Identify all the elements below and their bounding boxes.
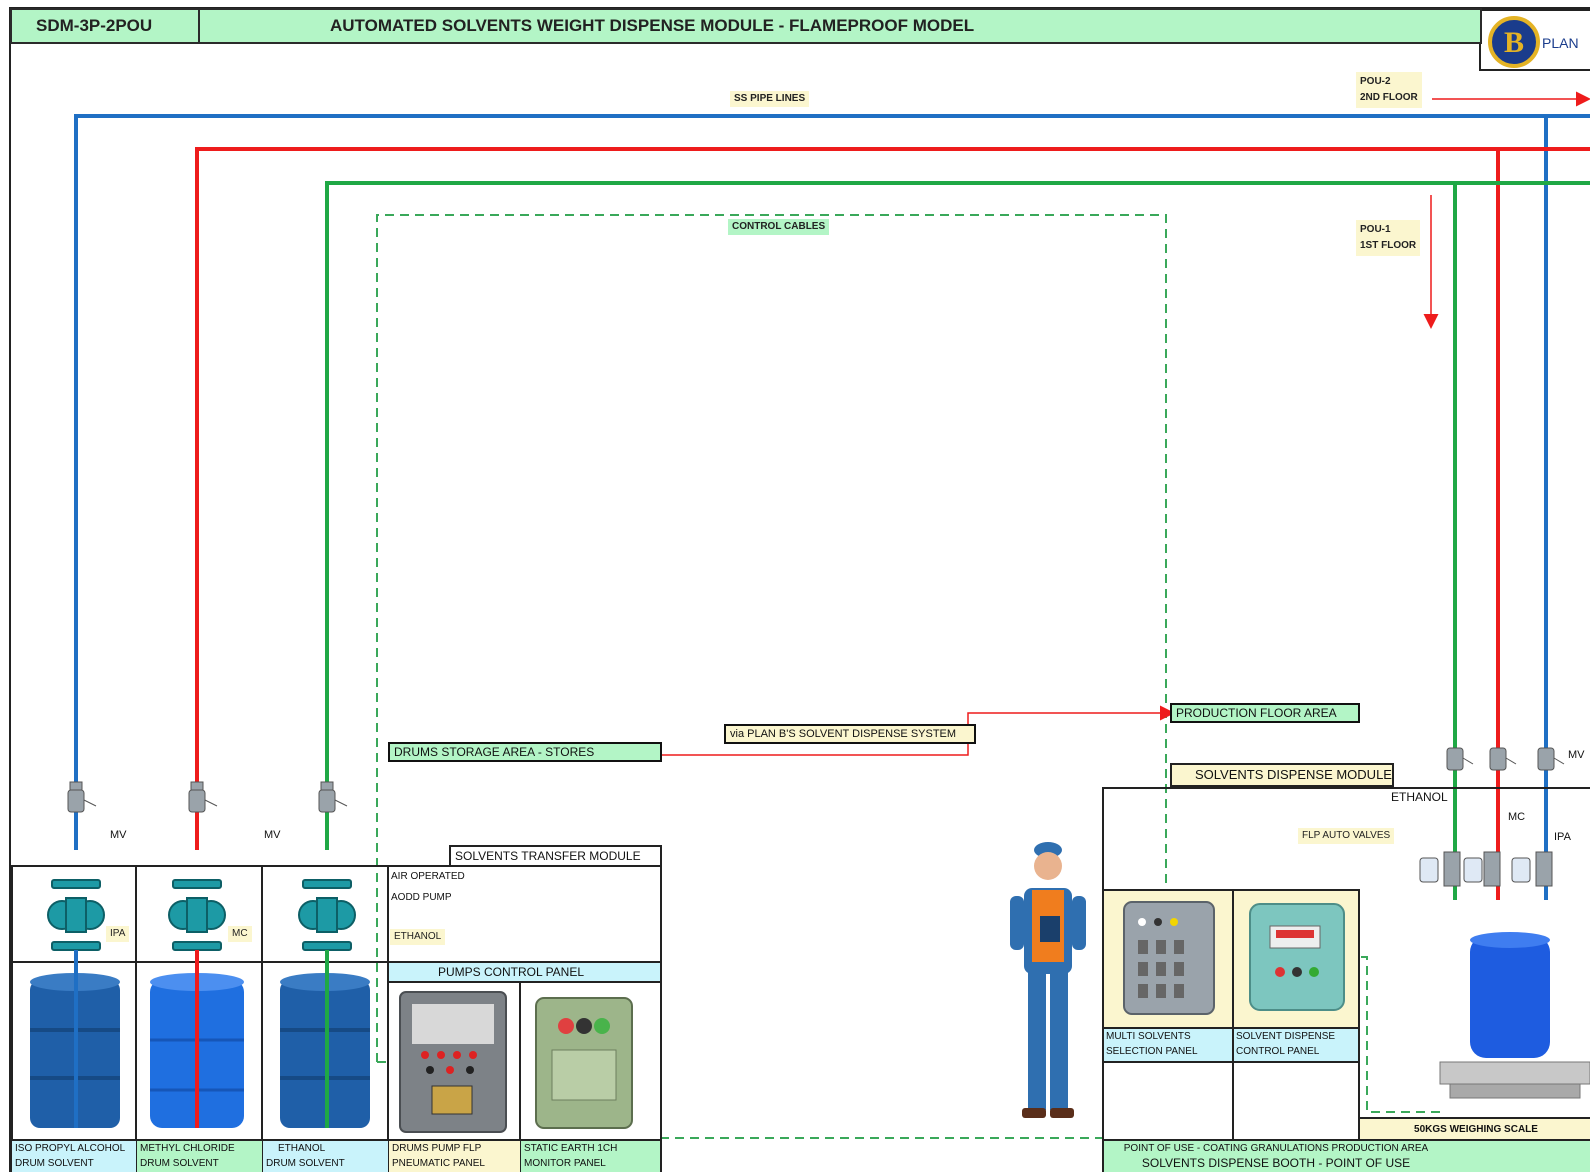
selection-panel-label-cell xyxy=(1104,1029,1232,1061)
logo-text: PLAN xyxy=(1542,35,1579,51)
drum-caption-ethanol: ETHANOL DRUM SOLVENT xyxy=(263,1141,388,1172)
pou-label-cell xyxy=(1104,1141,1590,1172)
transfer-module-title: SOLVENTS TRANSFER MODULE xyxy=(455,849,641,863)
mv-label-right: MV xyxy=(1568,749,1585,761)
logo-icon xyxy=(1488,16,1540,68)
panel-line1: DRUMS PUMP FLP xyxy=(392,1143,482,1154)
panel-line1: STATIC EARTH 1CH xyxy=(524,1143,618,1154)
ethanol-pipe-line xyxy=(325,181,1590,900)
flp-auto-valve-icon xyxy=(1419,851,1553,887)
ipa-label: IPA xyxy=(1554,831,1571,843)
dispense-title-box xyxy=(1170,763,1394,787)
operator-figure-icon xyxy=(1010,842,1086,1118)
pneumatic-panel-icon xyxy=(399,991,507,1133)
transfer-ethanol-tag: ETHANOL xyxy=(390,929,446,945)
mv-label: MV xyxy=(264,829,281,841)
static-earth-panel-icon xyxy=(535,997,633,1129)
static-earth-caption: STATIC EARTH 1CH MONITOR PANEL xyxy=(521,1141,660,1172)
transfer-line1: AIR OPERATED xyxy=(391,871,465,882)
mc-pump-tag: MC xyxy=(228,926,252,942)
dispense-grid xyxy=(1102,889,1590,1141)
drum-name: ISO PROPYL ALCOHOL xyxy=(15,1143,126,1154)
control-cables-label: CONTROL CABLES xyxy=(728,219,830,235)
mc-label: MC xyxy=(1508,811,1526,823)
pou1-line2: 1ST FLOOR xyxy=(1360,240,1417,251)
panel-line2: SELECTION PANEL xyxy=(1106,1046,1198,1057)
aodd-pump-icon xyxy=(47,879,356,951)
drum-sub: DRUM SOLVENT xyxy=(140,1158,219,1169)
manual-valve-icon-right xyxy=(1446,747,1565,771)
drum-name: ETHANOL xyxy=(278,1143,326,1154)
pou1-line1: POU-1 xyxy=(1360,224,1391,235)
flp-auto-valves-label: FLP AUTO VALVES xyxy=(1298,828,1395,844)
panel-line2: PNEUMATIC PANEL xyxy=(392,1158,485,1169)
pumps-panel-bar xyxy=(389,963,660,981)
production-area-label: PRODUCTION FLOOR AREA xyxy=(1170,703,1360,723)
pou-line2: SOLVENTS DISPENSE BOOTH - POINT OF USE xyxy=(1141,1156,1411,1170)
panel-line2: CONTROL PANEL xyxy=(1236,1046,1320,1057)
pou2-label: POU-2 2ND FLOOR xyxy=(1356,72,1422,108)
pou1-label: POU-1 1ST FLOOR xyxy=(1356,220,1421,256)
ipa-pump-tag: IPA xyxy=(106,926,130,942)
manual-valve-icon xyxy=(67,781,348,813)
drum-icon xyxy=(30,973,370,1128)
ethanol-label: ETHANOL xyxy=(1391,790,1448,804)
scale-caption: 50KGS WEIGHING SCALE xyxy=(1414,1124,1538,1135)
panel-line2: MONITOR PANEL xyxy=(524,1158,606,1169)
dispense-control-panel-icon xyxy=(1249,903,1345,1011)
dip-tubes xyxy=(74,950,329,1128)
drum-caption-mc: METHYL CHLORIDE DRUM SOLVENT xyxy=(137,1141,262,1172)
container-on-scale-icon xyxy=(1439,932,1590,1099)
logo-letter: B xyxy=(1504,26,1524,59)
drum-sub: DRUM SOLVENT xyxy=(15,1158,94,1169)
mc-pipe-line xyxy=(195,147,1590,900)
transfer-module-title-box xyxy=(449,845,662,867)
pneumatic-panel-caption: DRUMS PUMP FLP PNEUMATIC PANEL xyxy=(389,1141,520,1172)
storage-area-label: DRUMS STORAGE AREA - STORES xyxy=(388,742,662,762)
dispense-panel-caption: SOLVENT DISPENSE CONTROL PANEL xyxy=(1234,1029,1358,1061)
panel-line1: MULTI SOLVENTS xyxy=(1106,1031,1191,1042)
drum-name: METHYL CHLORIDE xyxy=(140,1143,235,1154)
flow-via-label: via PLAN B'S SOLVENT DISPENSE SYSTEM xyxy=(724,724,976,744)
panel-line1: SOLVENT DISPENSE xyxy=(1236,1031,1336,1042)
transfer-line2: AODD PUMP xyxy=(391,892,452,903)
pou2-line1: POU-2 xyxy=(1360,76,1391,87)
scale-label-cell xyxy=(1360,1119,1590,1139)
dispense-panel-label-cell xyxy=(1234,1029,1358,1061)
selection-panel-icon xyxy=(1123,901,1215,1015)
model-code: SDM-3P-2POU xyxy=(10,8,200,44)
page-title: AUTOMATED SOLVENTS WEIGHT DISPENSE MODUL… xyxy=(198,8,1482,44)
drum-caption-ipa: ISO PROPYL ALCOHOL DRUM SOLVENT xyxy=(12,1141,136,1172)
selection-panel-caption: MULTI SOLVENTS SELECTION PANEL xyxy=(1104,1029,1232,1061)
pou-line1: POINT OF USE - COATING GRANULATIONS PROD… xyxy=(1123,1143,1429,1154)
pou-caption: POINT OF USE - COATING GRANULATIONS PROD… xyxy=(1104,1141,1448,1172)
mv-label: MV xyxy=(110,829,127,841)
ss-pipe-lines-label: SS PIPE LINES xyxy=(730,91,810,107)
pou2-line2: 2ND FLOOR xyxy=(1360,92,1418,103)
dispense-module-title: SOLVENTS DISPENSE MODULE xyxy=(1195,767,1392,782)
drum-sub: DRUM SOLVENT xyxy=(266,1158,345,1169)
pumps-panel-label: PUMPS CONTROL PANEL xyxy=(438,965,585,979)
